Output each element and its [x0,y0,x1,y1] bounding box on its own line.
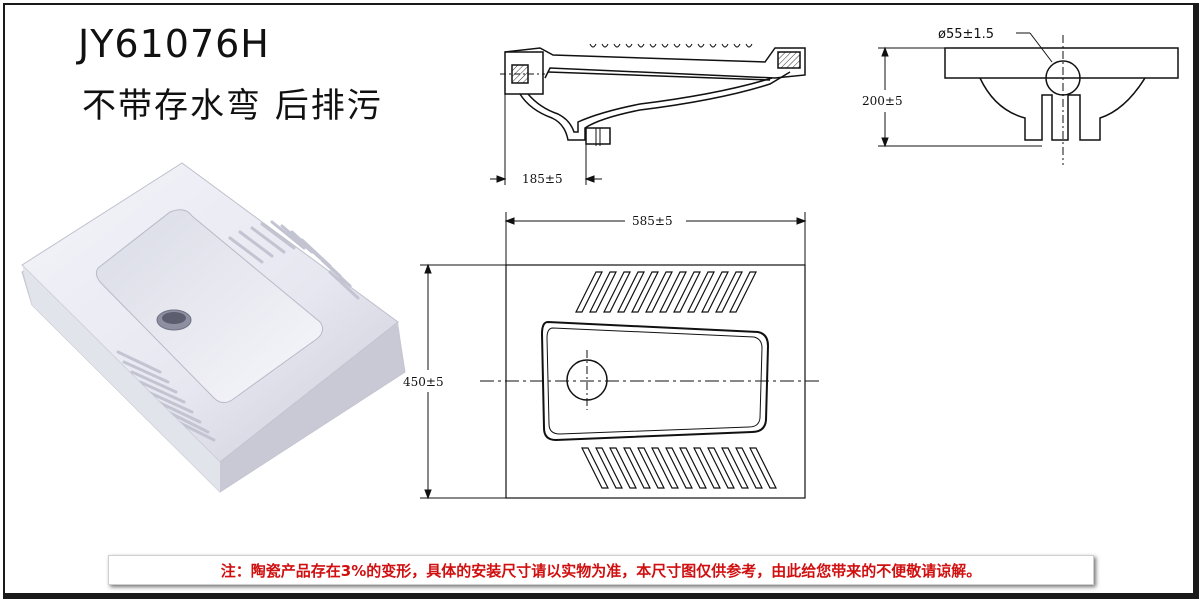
offset-dimension-label: 185±5 [522,172,563,186]
side-section-view [500,43,806,146]
product-photo [21,162,406,493]
product-description: 不带存水弯 后排污 [82,86,383,126]
lower-footrest-ridges [581,447,777,489]
length-dimension-label: 585±5 [632,214,673,228]
offset-dimension [490,60,602,185]
outlet-diameter-label: ø55±1.5 [938,27,994,42]
upper-footrest-ridges [575,271,757,313]
model-number: JY61076H [78,22,270,66]
length-dimension [504,212,807,265]
width-dimension-label: 450±5 [403,375,444,389]
height-dimension-label: 200±5 [862,94,903,108]
width-dimension [420,263,506,500]
plan-view [480,264,820,499]
disclaimer-text: 注：陶瓷产品存在3%的变形，具体的安装尺寸请以实物为准，本尺寸图仅供参考，由此给… [220,561,982,580]
diameter-leader [1016,32,1053,63]
disclaimer-notice: 注：陶瓷产品存在3%的变形，具体的安装尺寸请以实物为准，本尺寸图仅供参考，由此给… [108,555,1094,585]
end-view [944,35,1179,165]
height-dimension [878,46,1042,148]
page-frame [3,3,1199,599]
